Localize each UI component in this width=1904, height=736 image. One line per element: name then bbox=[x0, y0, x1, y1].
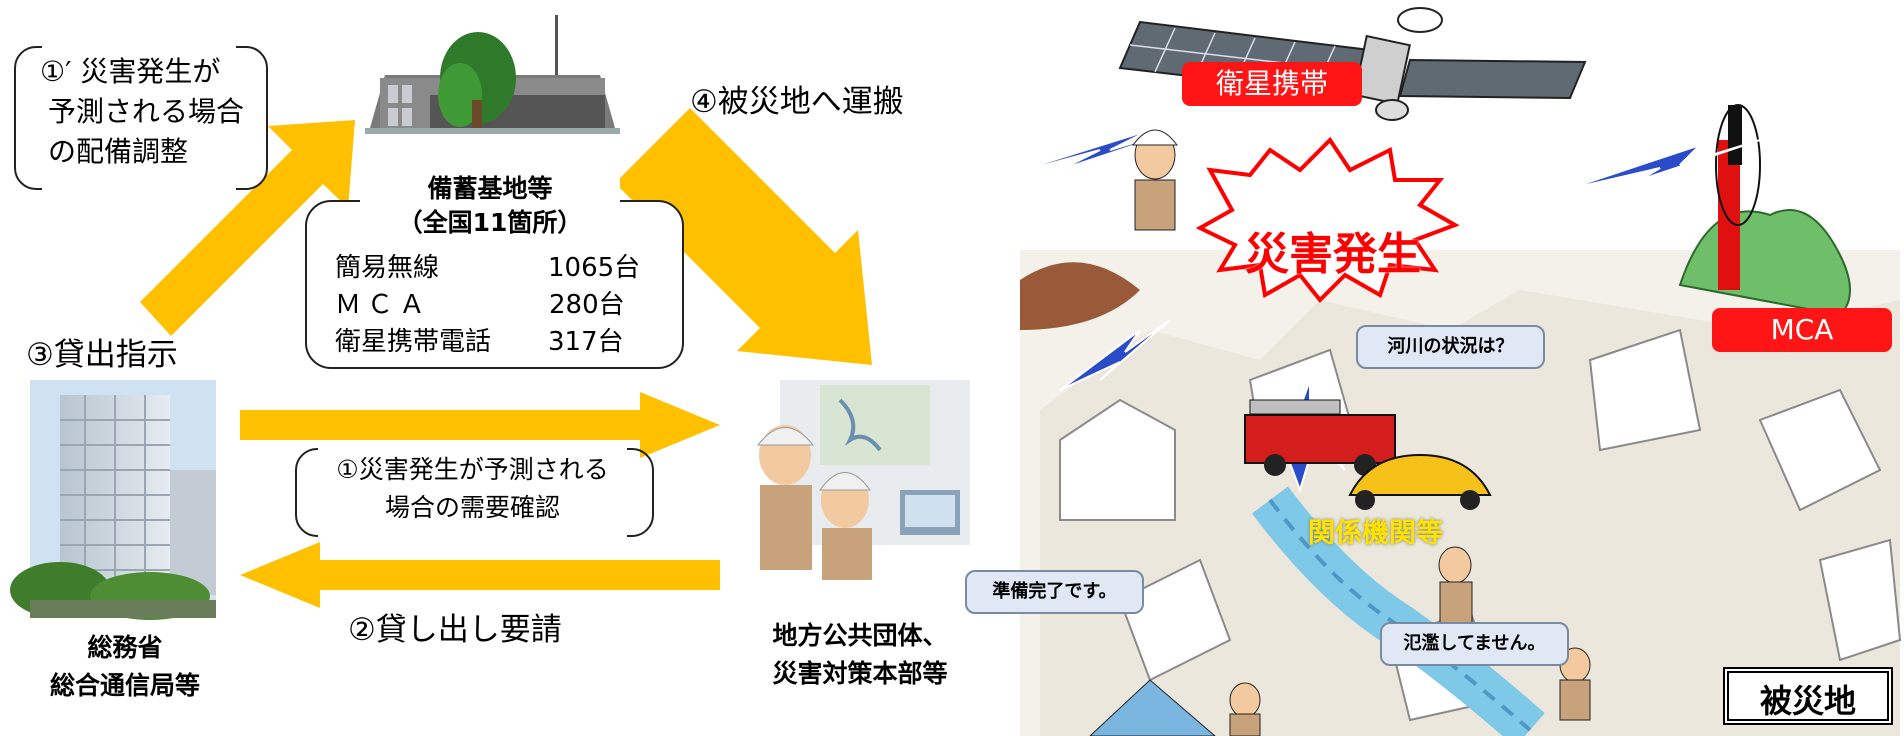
step1-prime-line1: ①′ 災害発生が bbox=[40, 55, 221, 88]
step4-label: ④被災地へ運搬 bbox=[690, 84, 904, 120]
step2-label: ②貸し出し要請 bbox=[348, 612, 562, 648]
warehouse-icon bbox=[365, 15, 620, 134]
inventory-box bbox=[305, 200, 684, 369]
bubble-no-flood: 氾濫してません。 bbox=[1380, 622, 1569, 666]
satellite-icon bbox=[1118, 7, 1587, 121]
step1-prime-line2: 予測される場合 bbox=[48, 95, 245, 128]
ministry-line1: 総務省 bbox=[87, 633, 163, 662]
base-title: 備蓄基地等 bbox=[360, 172, 620, 206]
ministry-line2: 総合通信局等 bbox=[49, 671, 200, 700]
inventory-item-satellite-phone: 衛星携帯電話 bbox=[335, 327, 492, 357]
bubble-river-status: 河川の状況は？ bbox=[1356, 325, 1545, 369]
satellite-phone-label: 衛星携帯 bbox=[1182, 62, 1362, 106]
step1-prime-line3: の配備調整 bbox=[48, 135, 189, 168]
inventory-count-mca: 280台 bbox=[549, 290, 625, 320]
step3-label: ③貸出指示 bbox=[26, 337, 178, 373]
mca-tower-icon bbox=[1678, 104, 1851, 317]
related-agencies-text: 関係機関等 bbox=[1308, 518, 1443, 549]
disaster-occurs-text: 災害発生 bbox=[1245, 229, 1421, 280]
base-subtitle: （全国11箇所） bbox=[397, 208, 583, 237]
arrow-demand-confirm bbox=[240, 392, 720, 458]
inventory-item-mca: ＭＣＡ bbox=[335, 290, 432, 320]
disaster-burst bbox=[1195, 136, 1460, 303]
local-gov-line2: 災害対策本部等 bbox=[772, 659, 948, 688]
step1-line2: 場合の需要確認 bbox=[384, 493, 560, 522]
flow-arrows bbox=[10, 15, 970, 620]
disaster-hq-illustration bbox=[756, 380, 970, 580]
disaster-area-label: 被災地 bbox=[1723, 667, 1893, 725]
inventory-item-simple-radio: 簡易無線 bbox=[335, 253, 440, 283]
arrow-transport bbox=[615, 108, 872, 365]
bubble-ready: 準備完了です。 bbox=[965, 570, 1144, 614]
mca-label: MCA bbox=[1712, 308, 1892, 352]
taxi-icon bbox=[1348, 453, 1492, 510]
inventory-count-simple-radio: 1065台 bbox=[548, 253, 641, 283]
arrow-lend-request bbox=[240, 542, 720, 608]
inventory-count-satellite-phone: 317台 bbox=[548, 327, 624, 357]
arrow-lend-instruction bbox=[140, 120, 355, 336]
ministry-building-photo bbox=[10, 380, 216, 620]
local-gov-line1: 地方公共団体、 bbox=[772, 621, 948, 650]
fire-truck-icon bbox=[1244, 399, 1396, 476]
step1-line1: ①災害発生が予測される bbox=[336, 455, 609, 484]
